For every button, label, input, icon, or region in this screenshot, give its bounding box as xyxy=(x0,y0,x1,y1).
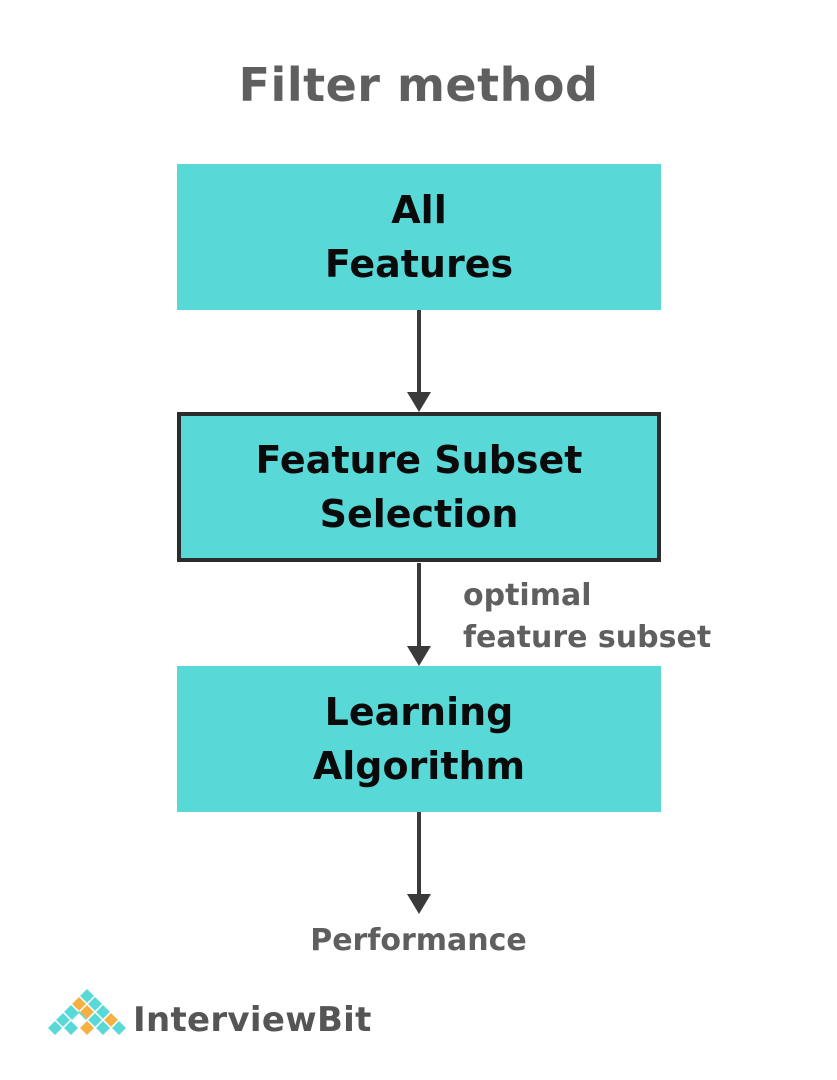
learning-algorithm-line-2: Algorithm xyxy=(312,744,526,788)
interviewbit-logo-text: InterviewBit xyxy=(133,1000,372,1040)
learning-algorithm-line-1: Learning xyxy=(324,690,514,734)
interviewbit-logo-icon xyxy=(45,988,129,1038)
arrow-all-to-selection xyxy=(407,310,431,412)
arrow-learning-to-performance xyxy=(407,812,431,914)
optimal-feature-subset-label: optimal feature subset xyxy=(463,575,711,659)
diagram-title: Filter method xyxy=(238,58,599,112)
subset-selection-line-1: Feature Subset xyxy=(255,438,583,482)
learning-algorithm-node: Learning Algorithm xyxy=(177,666,661,812)
arrow-selection-to-learning xyxy=(407,563,431,666)
edge-label-line-2: feature subset xyxy=(463,620,712,655)
logo-text-bit: Bit xyxy=(316,1000,372,1040)
edge-label-line-1: optimal xyxy=(463,578,592,613)
all-features-line-1: All xyxy=(391,188,447,232)
subset-selection-line-2: Selection xyxy=(319,492,519,536)
performance-output-label: Performance xyxy=(310,923,527,958)
all-features-line-2: Features xyxy=(324,242,514,286)
all-features-node: All Features xyxy=(177,164,661,310)
feature-subset-selection-node: Feature Subset Selection xyxy=(177,412,661,562)
logo-text-interview: Interview xyxy=(133,1000,317,1040)
